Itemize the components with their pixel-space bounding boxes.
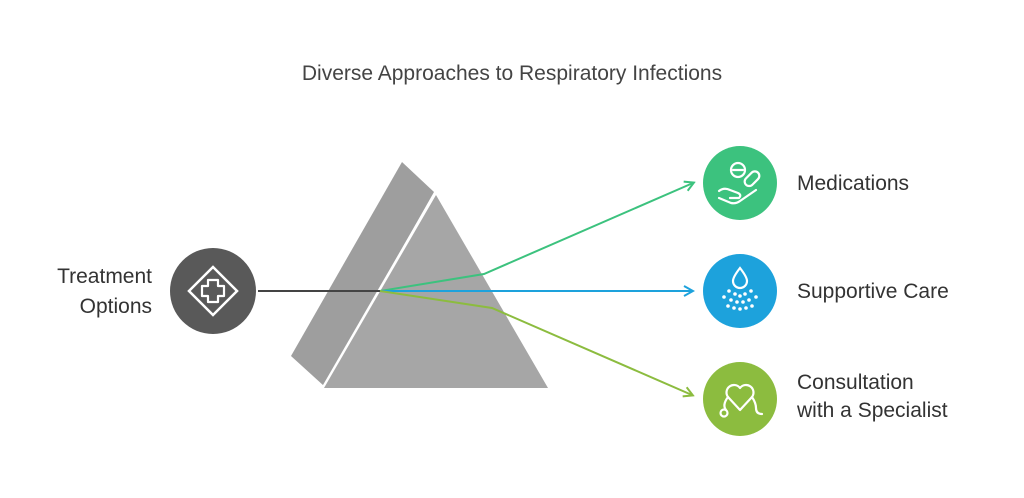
pills-in-hand-icon <box>717 161 761 205</box>
beam-medications <box>379 183 693 292</box>
output-node-supportive-care <box>703 254 777 328</box>
water-drop-icon <box>722 266 758 311</box>
output-label-supportive-care: Supportive Care <box>797 278 949 306</box>
medical-cross-icon <box>187 265 239 317</box>
source-label-line1: Treatment <box>57 265 152 288</box>
source-label-line2: Options <box>79 295 152 318</box>
output-label-line2: with a Specialist <box>797 399 948 422</box>
output-node-consultation <box>703 362 777 436</box>
prism-shape <box>291 162 548 388</box>
output-label-line1: Consultation <box>797 371 914 394</box>
source-node <box>170 248 256 334</box>
output-label-line1: Medications <box>797 172 910 195</box>
source-label: Treatment Options <box>57 262 152 322</box>
output-node-medications <box>703 146 777 220</box>
output-label-consultation: Consultation with a Specialist <box>797 369 948 425</box>
output-label-line1: Supportive Care <box>797 280 949 303</box>
beam-consultation <box>379 290 692 395</box>
heart-stethoscope-icon <box>719 383 764 418</box>
diagram-title: Diverse Approaches to Respiratory Infect… <box>301 62 723 85</box>
output-label-medications: Medications <box>797 170 909 198</box>
